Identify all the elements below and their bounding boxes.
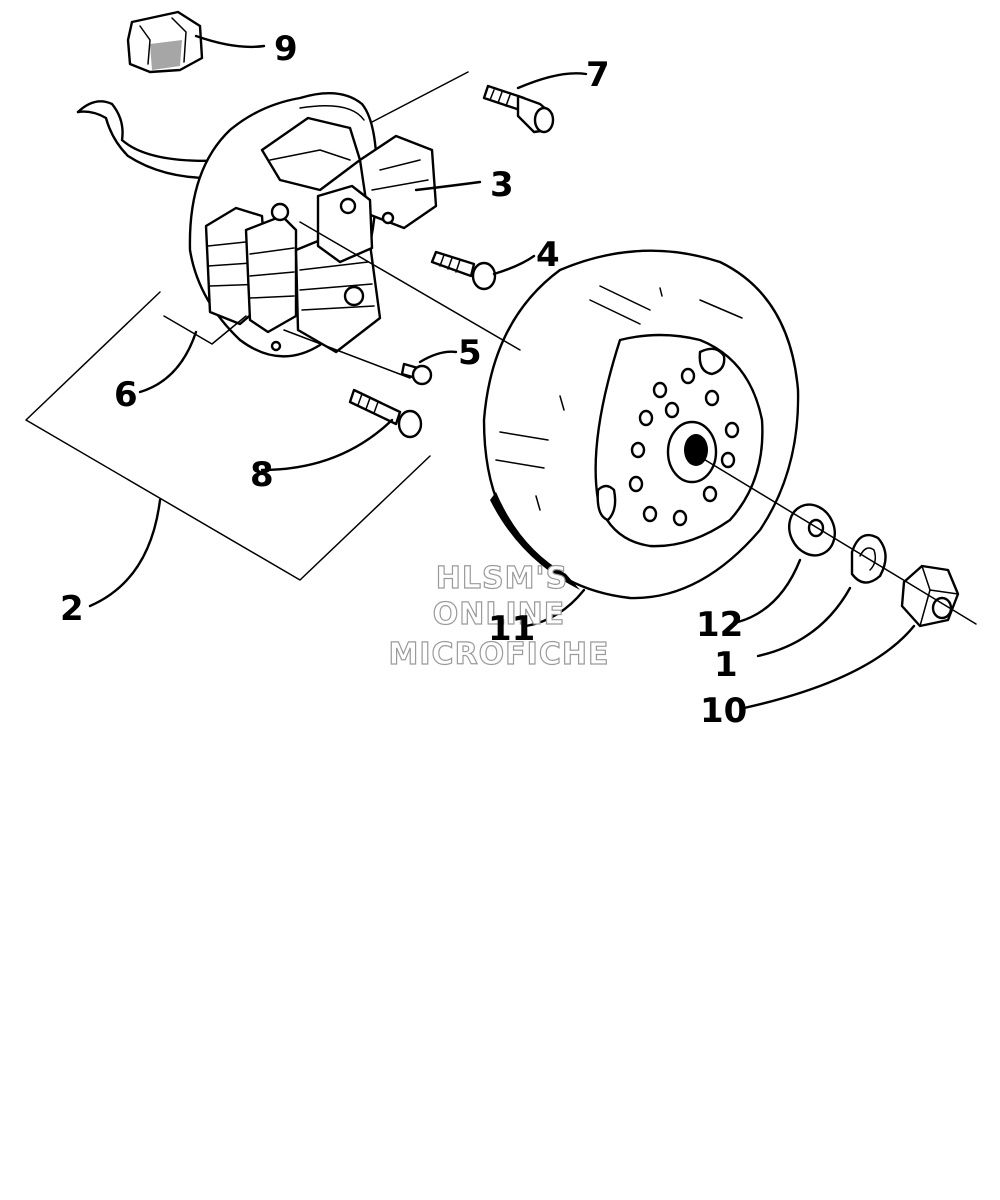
- part-11-flywheel: [482, 249, 800, 600]
- callout-9: 9: [274, 29, 298, 69]
- part-7-flange-bolt: [482, 84, 555, 134]
- callout-labels: 9 7 3 4 5 6 8 2 11 12 1 10: [60, 29, 747, 731]
- callout-4: 4: [536, 235, 560, 275]
- part-8-long-screw: [348, 388, 423, 439]
- callout-12: 12: [696, 605, 743, 645]
- callout-6: 6: [114, 375, 138, 415]
- callout-10: 10: [700, 691, 747, 731]
- callout-7: 7: [586, 55, 610, 95]
- watermark-line3: MICROFICHE: [389, 637, 610, 672]
- callout-1: 1: [714, 645, 738, 685]
- watermark-line1: HLSM'S: [436, 561, 568, 596]
- part-12-washer: [788, 503, 836, 557]
- callout-3: 3: [490, 165, 514, 205]
- callout-2: 2: [60, 589, 84, 629]
- part-9-grommet: [126, 10, 204, 74]
- stator-assembly: [76, 92, 438, 358]
- part-5-small-screw: [400, 362, 433, 386]
- leader-lines: [88, 34, 916, 710]
- part-4-screw: [430, 250, 497, 291]
- assembly-lines: [25, 71, 977, 625]
- callout-11: 11: [488, 609, 535, 649]
- watermark: HLSM'S ONLINE MICROFICHE: [388, 560, 610, 672]
- callout-5: 5: [458, 333, 482, 373]
- watermark-line2: ONLINE: [433, 597, 566, 632]
- callout-8: 8: [250, 455, 274, 495]
